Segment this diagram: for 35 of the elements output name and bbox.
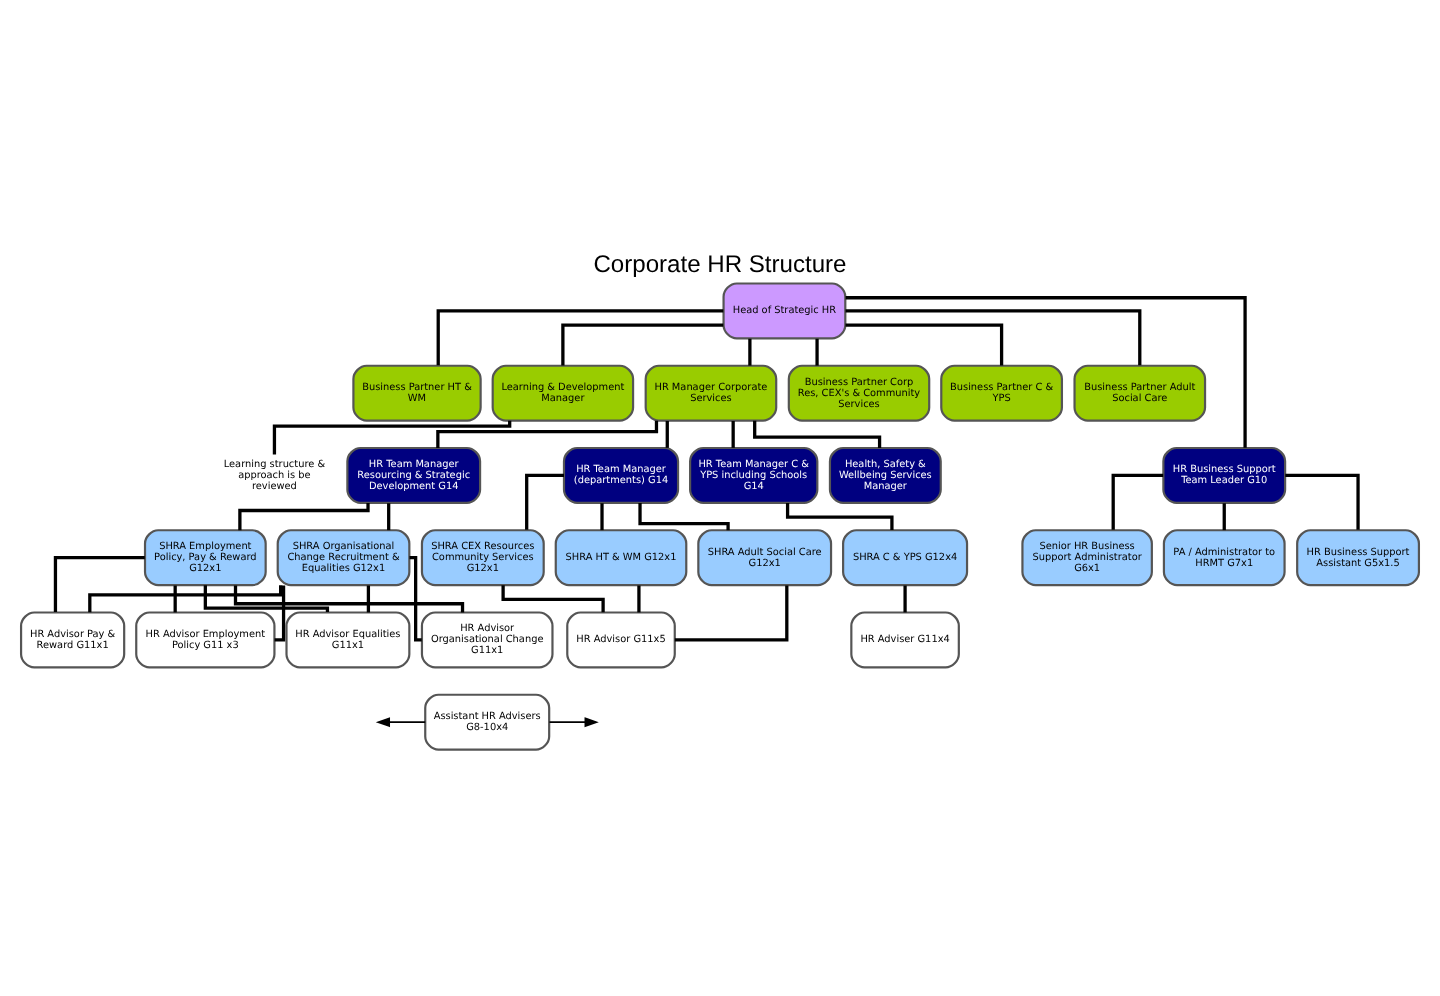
connector (409, 555, 422, 641)
connector (525, 472, 564, 529)
connector (748, 337, 752, 365)
connector (203, 584, 330, 612)
connector (845, 322, 1004, 365)
connector (845, 295, 1247, 447)
connector (436, 419, 659, 447)
connector (845, 308, 1142, 365)
connector (665, 420, 669, 447)
connector (387, 502, 391, 530)
connector (238, 502, 370, 530)
connector (436, 308, 724, 365)
connector (785, 502, 894, 529)
connector (561, 322, 724, 365)
connector (366, 584, 371, 612)
connector (53, 555, 145, 612)
connector (1285, 472, 1360, 529)
connector (638, 501, 730, 530)
connector (815, 337, 819, 365)
connector (274, 584, 286, 641)
connector (173, 584, 177, 612)
arrow (375, 716, 427, 727)
arrow (548, 716, 599, 727)
connector (674, 584, 789, 641)
connector (88, 584, 283, 612)
connector (731, 420, 735, 447)
connector (903, 584, 907, 612)
connector (1222, 502, 1226, 530)
connector (501, 584, 605, 612)
connector (600, 502, 604, 530)
connector (753, 419, 882, 447)
connector (233, 584, 465, 612)
diagram-title: Corporate HR Structure (593, 249, 847, 278)
connector (637, 584, 641, 612)
connector (1111, 472, 1164, 529)
